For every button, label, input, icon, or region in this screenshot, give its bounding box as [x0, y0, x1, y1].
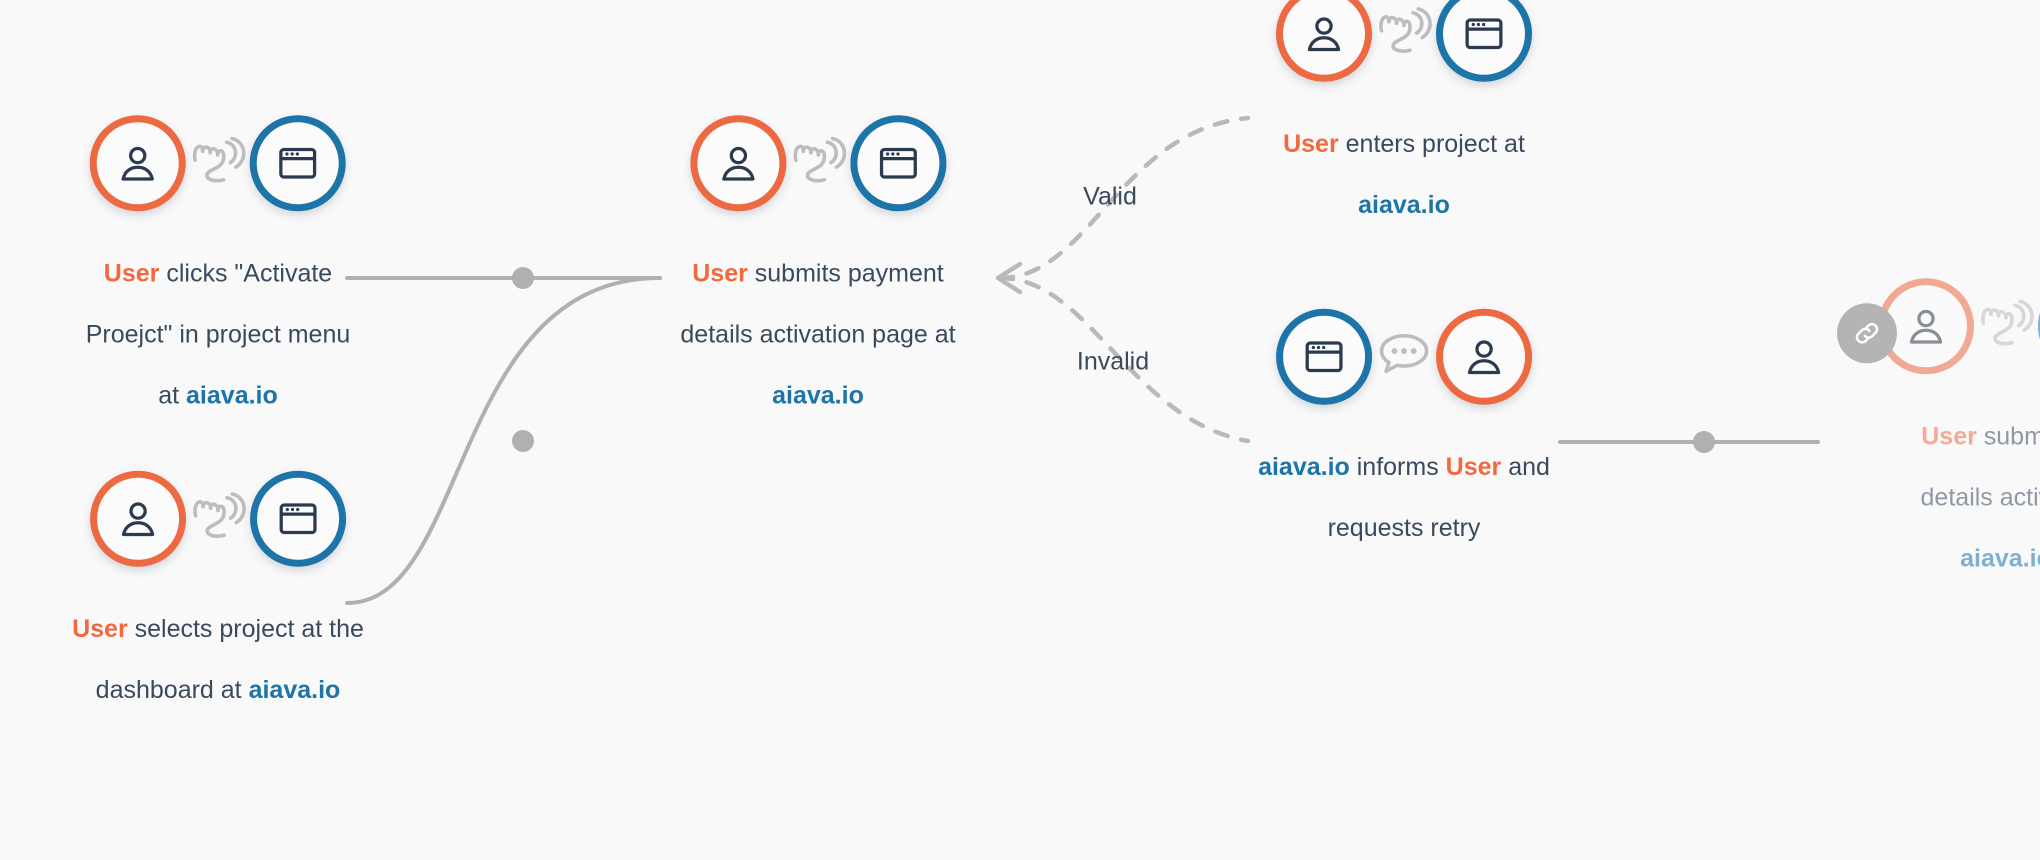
person-icon[interactable] — [89, 470, 186, 567]
caption-site: aiava.io — [186, 380, 278, 409]
caption-text: clicks "Activate — [159, 258, 333, 287]
link-icon[interactable] — [1837, 303, 1897, 364]
tap-gesture-icon — [1368, 0, 1440, 70]
caption-text: details activatio — [1920, 482, 2040, 511]
person-icon[interactable] — [690, 115, 786, 212]
caption-text: selects project at the — [127, 614, 364, 643]
caption-text: dashboard at — [95, 675, 249, 704]
caption-site: aiava.io — [1960, 543, 2040, 572]
node-caption: User selects project at the dashboard at… — [72, 583, 364, 736]
node-site-informs-user[interactable]: aiava.io informs User and requests retry — [1258, 308, 1550, 574]
speech-bubble-icon — [1368, 321, 1440, 393]
node-caption: aiava.io informs User and requests retry — [1258, 421, 1550, 574]
caption-text: and — [1501, 452, 1550, 481]
node-caption: User submits p details activatio aiava.i… — [1878, 390, 2040, 604]
caption-actor: User — [1283, 129, 1339, 158]
node-icons — [86, 115, 351, 212]
person-icon[interactable] — [1837, 278, 1974, 375]
node-caption: User clicks "Activate Proejct" in projec… — [86, 227, 351, 441]
node-icons — [72, 470, 364, 567]
caption-actor: User — [692, 258, 748, 287]
browser-window-icon[interactable] — [850, 115, 946, 212]
caption-text: details activation page at — [680, 319, 956, 348]
caption-site: aiava.io — [772, 380, 864, 409]
caption-text: submits payment — [747, 258, 944, 287]
browser-window-icon[interactable] — [1275, 308, 1372, 405]
caption-text: Proejct" in project menu — [85, 319, 351, 348]
person-icon[interactable] — [1435, 308, 1532, 405]
edge-dot — [1693, 431, 1715, 453]
edge-dot — [512, 430, 534, 452]
branch-label-valid: Valid — [1083, 182, 1137, 211]
caption-text: enters project at — [1338, 129, 1525, 158]
branch-label-invalid: Invalid — [1076, 347, 1150, 376]
caption-actor: User — [1445, 452, 1502, 481]
person-icon[interactable] — [90, 115, 186, 212]
node-caption: User submits payment details activation … — [680, 227, 955, 441]
tap-gesture-icon — [1970, 290, 2040, 362]
node-user-clicks-activate[interactable]: User clicks "Activate Proejct" in projec… — [86, 115, 351, 441]
edge-dot — [512, 267, 534, 289]
browser-window-icon[interactable] — [250, 115, 346, 212]
node-icons — [1276, 0, 1532, 82]
node-user-submits-payment-retry[interactable]: User submits p details activatio aiava.i… — [1837, 278, 2040, 604]
node-icons — [1837, 278, 2040, 375]
caption-actor: User — [1921, 421, 1977, 450]
node-user-selects-project[interactable]: User selects project at the dashboard at… — [72, 470, 364, 736]
caption-actor: User — [103, 258, 160, 287]
caption-site: aiava.io — [1358, 190, 1450, 219]
node-icons — [680, 115, 955, 212]
caption-site: aiava.io — [248, 675, 341, 704]
branch-arrowhead — [995, 261, 1023, 295]
tap-gesture-icon — [182, 127, 254, 199]
caption-site: aiava.io — [1258, 452, 1350, 481]
person-icon[interactable] — [1276, 0, 1372, 82]
tap-gesture-icon — [182, 483, 254, 555]
node-user-submits-payment[interactable]: User submits payment details activation … — [680, 115, 956, 441]
caption-text: informs — [1349, 452, 1446, 481]
caption-text: requests retry — [1327, 513, 1481, 542]
node-user-enters-project[interactable]: User enters project at aiava.io — [1276, 0, 1532, 250]
node-icons — [1258, 308, 1550, 405]
caption-text: at — [158, 380, 187, 409]
browser-window-icon[interactable] — [249, 470, 346, 567]
caption-text: submits p — [1983, 421, 2040, 450]
browser-window-icon[interactable] — [1436, 0, 1532, 82]
tap-gesture-icon — [782, 127, 854, 199]
node-caption: User enters project at aiava.io — [1276, 98, 1532, 251]
edge-n2-n3 — [345, 276, 662, 605]
caption-actor: User — [72, 614, 128, 643]
